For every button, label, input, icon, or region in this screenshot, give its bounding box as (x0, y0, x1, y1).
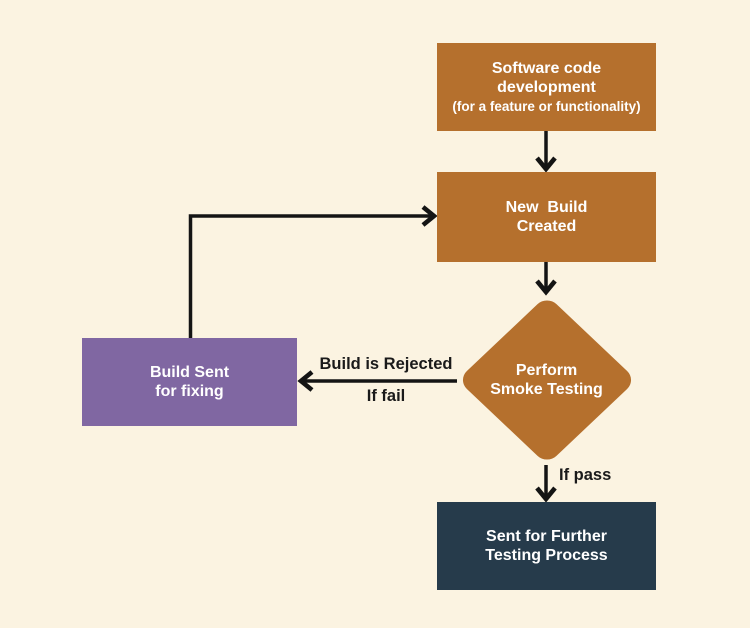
node-build-sent-for-fixing: Build Sent for fixing (82, 338, 297, 426)
node-sent-for-further-testing: Sent for Further Testing Process (437, 502, 656, 590)
node-perform-smoke-testing-label: Perform Smoke Testing (490, 362, 603, 398)
node-sent-for-further-testing-label: Sent for Further Testing Process (485, 528, 608, 564)
node-new-build-created: New Build Created (437, 172, 656, 262)
node-software-code-development-title: Software code development (491, 60, 602, 96)
node-software-code-development: Software code development (for a feature… (437, 43, 656, 131)
node-perform-smoke-testing: Perform Smoke Testing (456, 295, 637, 465)
node-new-build-created-label: New Build Created (505, 199, 588, 235)
edge-label-if-fail: If fail (366, 387, 406, 405)
node-build-sent-for-fixing-label: Build Sent for fixing (149, 364, 230, 400)
edge-label-if-pass: If pass (559, 466, 612, 484)
edge-label-build-is-rejected: Build is Rejected (319, 355, 453, 373)
arrow-buildsent-to-newbuild-loop (188, 205, 438, 338)
node-software-code-development-subtitle: (for a feature or functionality) (452, 99, 641, 114)
